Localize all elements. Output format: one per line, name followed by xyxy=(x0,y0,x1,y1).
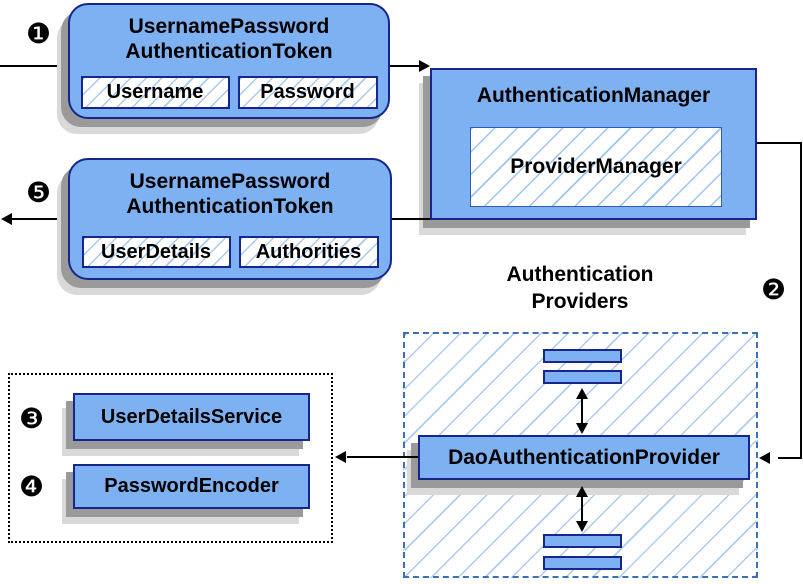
authentication-manager-node: AuthenticationManager ProviderManager xyxy=(430,68,757,220)
step-3-badge: ❸ xyxy=(19,402,45,435)
username-field-box: Username xyxy=(80,76,230,109)
authentication-providers-label: Authentication Providers xyxy=(455,262,705,316)
arrow-shaft xyxy=(581,396,583,426)
dao-authentication-provider-node: DaoAuthenticationProvider xyxy=(418,435,750,480)
manager-to-provider-line-top xyxy=(757,142,802,144)
token-to-manager-line xyxy=(390,65,420,67)
manager-to-provider-line-vertical xyxy=(800,142,802,459)
username-password-token-response-node: UsernamePassword AuthenticationToken Use… xyxy=(68,158,392,280)
arrowhead-up-icon xyxy=(576,388,588,399)
node-title: UsernamePassword AuthenticationToken xyxy=(70,160,390,220)
password-field-box: Password xyxy=(237,76,378,109)
authentication-manager-title: AuthenticationManager xyxy=(476,84,711,107)
providers-label-line1: Authentication xyxy=(506,263,654,286)
node-title: UsernamePassword AuthenticationToken xyxy=(70,5,388,65)
step-4-badge: ❹ xyxy=(19,470,45,503)
provider-placeholder-bar xyxy=(543,349,622,363)
step-5-badge: ❺ xyxy=(26,176,52,209)
manager-to-provider-line-bottom xyxy=(778,457,802,459)
username-password-token-request-node: UsernamePassword AuthenticationToken Use… xyxy=(68,3,390,119)
dao-to-collaborators-line xyxy=(347,456,418,458)
arrow-shaft xyxy=(581,494,583,524)
user-details-service-node: UserDetailsService xyxy=(73,393,310,441)
password-encoder-node: PasswordEncoder xyxy=(73,464,310,509)
step-2-badge: ❷ xyxy=(761,273,787,306)
user-details-field-box: UserDetails xyxy=(81,236,231,268)
outgoing-response-line xyxy=(8,218,68,220)
node-title-line2: AuthenticationToken xyxy=(126,194,334,218)
arrowhead-down-icon xyxy=(576,521,588,532)
authorities-field-box: Authorities xyxy=(238,236,379,268)
incoming-request-line xyxy=(0,65,68,67)
bidirectional-arrow xyxy=(576,388,588,434)
arrowhead-right-icon xyxy=(419,60,430,72)
manager-to-token-line xyxy=(392,218,430,220)
providers-label-line2: Providers xyxy=(531,289,629,313)
token-fields: UserDetails Authorities xyxy=(70,236,390,268)
token-fields: Username Password xyxy=(70,76,388,109)
provider-placeholder-bar xyxy=(543,370,622,384)
bidirectional-arrow xyxy=(576,486,588,532)
collaborators-container xyxy=(8,373,333,543)
arrowhead-left-icon xyxy=(759,452,770,464)
step-1-badge: ❶ xyxy=(26,17,52,50)
arrowhead-down-icon xyxy=(576,423,588,434)
node-title-line2: AuthenticationToken xyxy=(125,39,333,63)
node-title-line1: UsernamePassword xyxy=(128,15,330,38)
provider-placeholder-bar xyxy=(543,534,622,548)
arrowhead-up-icon xyxy=(576,486,588,497)
arrowhead-left-icon xyxy=(1,213,12,225)
arrowhead-left-icon xyxy=(335,451,346,463)
node-title-line1: UsernamePassword xyxy=(129,170,331,193)
provider-placeholder-bar xyxy=(543,556,622,570)
provider-manager-box: ProviderManager xyxy=(470,127,722,207)
